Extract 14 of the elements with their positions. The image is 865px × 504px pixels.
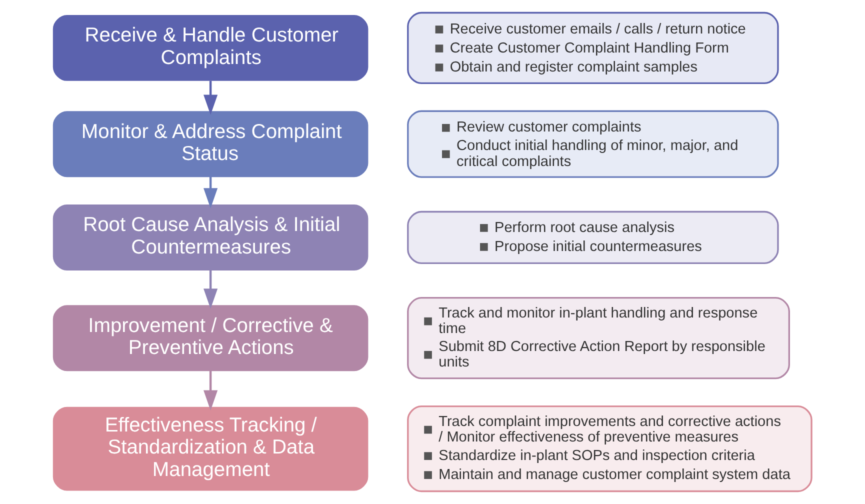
node-box: Perform root cause analysis Propose initial countermeasures (407, 210, 779, 264)
arrow (204, 270, 218, 309)
node-box: Track complaint improvements and corrective actions / Monitor effectiveness of preventive measures Standardize in-plant SOPs and inspection criteria Maintain and manage customer complaint system data (407, 405, 812, 492)
node-box: Track and monitor in-plant handling and response time Submit 8D Corrective Action Report by responsible units (407, 297, 790, 380)
arrow (204, 370, 218, 410)
node-box: Receive & Handle Customer Complaints (52, 14, 368, 81)
arrow (204, 80, 218, 115)
node-box: Root Cause Analysis & Initial Countermeasures (52, 204, 368, 270)
node-box: Improvement / Corrective & Preventive Actions (52, 305, 368, 372)
node-box: Receive customer emails / calls / return notice Create Customer Complaint Handling Form Obtain and register complaint samples (407, 12, 779, 84)
node-box: Effectiveness Tracking / Standardization & Data Management (52, 406, 368, 491)
arrow (204, 176, 218, 208)
node-box: Review customer complaints Conduct initial handling of minor, major, and critical complaints (407, 110, 779, 178)
node-box: Monitor & Address Complaint Status (52, 111, 368, 178)
